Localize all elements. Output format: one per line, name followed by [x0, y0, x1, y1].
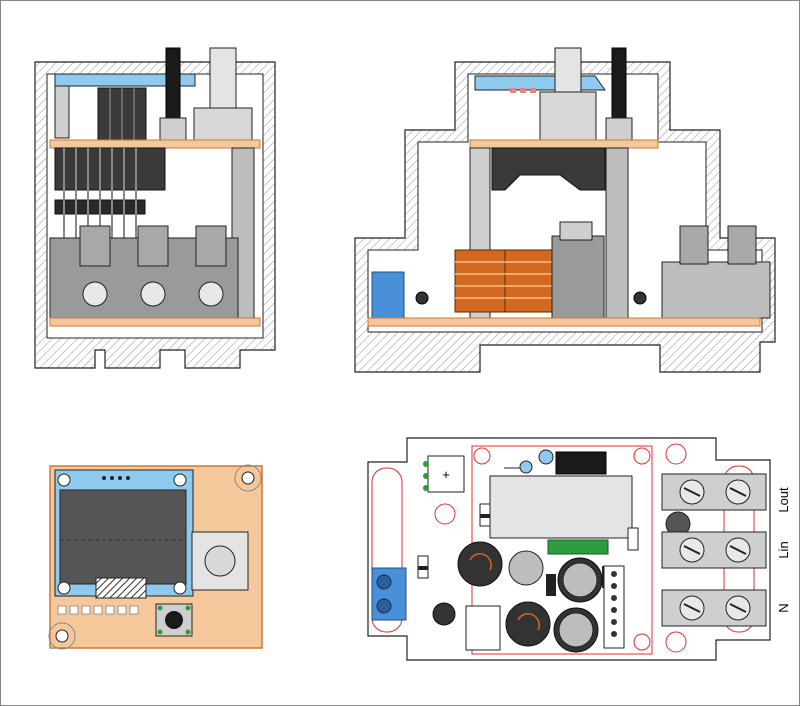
terminal-label-n: N: [776, 603, 791, 612]
side-capacitor: [551, 235, 605, 319]
side-button-body: [605, 117, 633, 141]
side-encoder-shaft: [554, 47, 582, 93]
regulator: [555, 451, 607, 475]
side-relay-shroud: [491, 147, 606, 191]
encoder-knob: [204, 545, 236, 577]
power-board-view: +: [367, 437, 791, 661]
display-board-view: [48, 464, 263, 650]
relay-top: [489, 475, 633, 539]
small-capacitor: [538, 449, 554, 465]
ic-top: [427, 455, 465, 493]
display-screw-holes: [48, 464, 262, 650]
front-section-view: [34, 47, 276, 369]
front-header-pins: [97, 87, 147, 141]
green-connector: [547, 539, 609, 555]
oled-flex: [95, 577, 147, 599]
front-display-board: [54, 73, 196, 87]
side-right-post: [605, 147, 629, 319]
power-blue-terminal: [371, 567, 407, 621]
side-terminal-block: [661, 261, 771, 319]
oled-screen: [59, 489, 187, 585]
ic-plus-label: +: [442, 467, 450, 482]
front-pcb-upper: [49, 139, 261, 149]
front-pcb-lower: [49, 317, 261, 327]
front-button-stem: [165, 47, 181, 124]
terminal-label-lin: Lin: [776, 541, 791, 558]
main-terminals: [661, 473, 767, 627]
front-encoder-body: [193, 107, 253, 141]
side-encoder-body: [539, 91, 597, 141]
dip-ic: [465, 605, 501, 651]
side-blue-terminal: [371, 271, 405, 319]
header-row-pads: [57, 605, 139, 615]
terminal-label-lout: Lout: [776, 487, 791, 513]
front-button-body: [159, 117, 187, 141]
capacitors-top: [432, 541, 603, 653]
side-inductors: [454, 249, 556, 313]
side-section-view: [354, 47, 776, 373]
front-terminal-blocks: [49, 225, 239, 319]
side-pcb-upper: [469, 139, 659, 149]
side-button-stem: [611, 47, 627, 129]
front-left-post: [54, 85, 70, 139]
oled-header-pads: [102, 476, 130, 480]
front-connector-block: [54, 147, 166, 191]
pushbutton-cap: [165, 611, 183, 629]
side-display-board: [474, 75, 606, 91]
rail-clip-left: [371, 467, 403, 633]
side-pcb-lower: [367, 317, 761, 327]
front-encoder-shaft: [209, 47, 237, 111]
oled-mount-holes: [57, 473, 187, 595]
